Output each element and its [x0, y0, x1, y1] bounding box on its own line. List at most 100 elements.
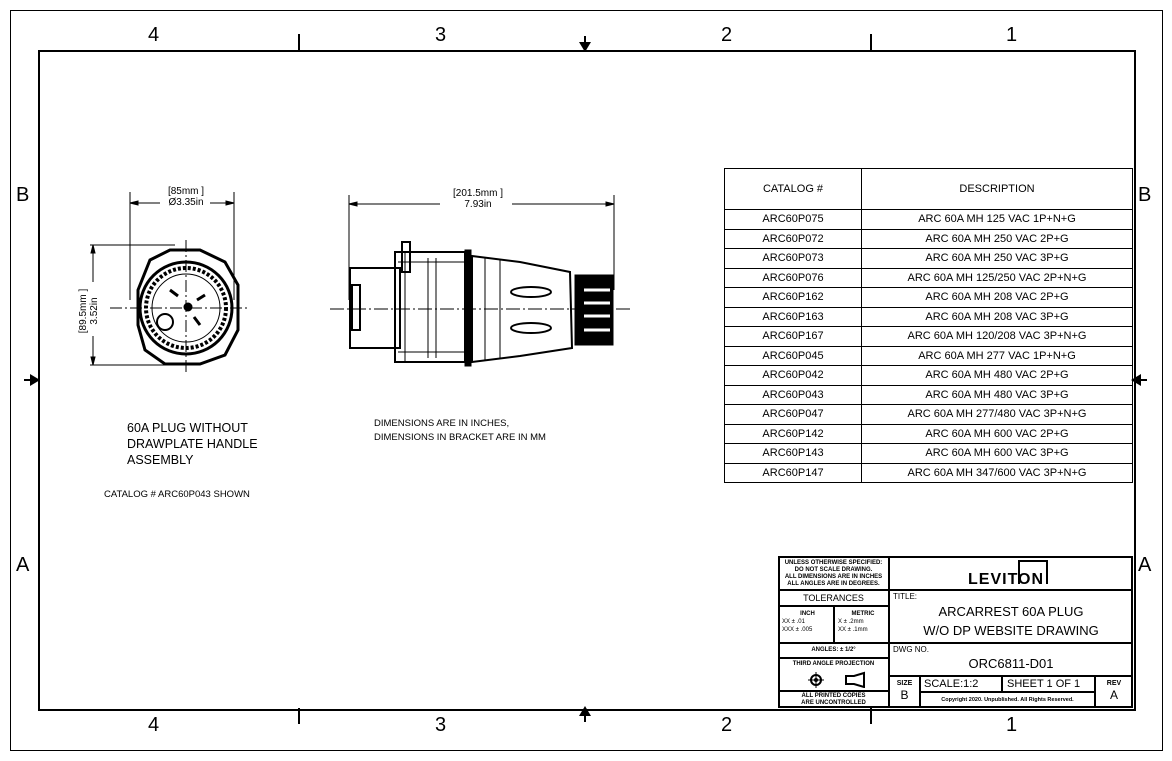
drawing-number: ORC6811-D01: [968, 656, 1054, 671]
view-label-line: DRAWPLATE HANDLE: [127, 437, 258, 451]
catalog-number-cell: ARC60P147: [724, 462, 862, 483]
note-line: ALL PRINTED COPIES: [801, 693, 866, 699]
third-angle-projection-icon: [807, 671, 865, 689]
zone-label: 1: [1006, 24, 1018, 46]
plug-front-view: [90, 192, 250, 372]
metric-tolerances: METRIC X ± .2mm XX ± .1mm: [834, 606, 889, 643]
catalog-number-cell: ARC60P143: [724, 443, 862, 464]
dwg-label: DWG NO.: [893, 645, 929, 654]
description-cell: ARC 60A MH 250 VAC 3P+G: [861, 248, 1133, 269]
catalog-number-cell: ARC60P047: [724, 404, 862, 425]
description-cell: ARC 60A MH 480 VAC 3P+G: [861, 384, 1133, 405]
header-catalog: CATALOG #: [724, 168, 862, 210]
description-cell: ARC 60A MH 208 VAC 2P+G: [861, 287, 1133, 308]
description-cell: ARC 60A MH 347/600 VAC 3P+N+G: [861, 462, 1133, 483]
description-cell: ARC 60A MH 125 VAC 1P+N+G: [861, 209, 1133, 230]
units-note-line: DIMENSIONS ARE IN INCHES,: [374, 418, 510, 429]
copyright: Copyright 2020. Unpublished. All Rights …: [920, 692, 1095, 708]
note-line: ALL DIMENSIONS ARE IN INCHES: [784, 574, 883, 580]
logo-box: LEVITON: [889, 557, 1133, 590]
zone-label: B: [16, 184, 30, 206]
title-label: TITLE:: [893, 592, 918, 601]
note-line: ALL ANGLES ARE IN DEGREES.: [787, 581, 880, 587]
side-length-mm: [201.5mm ]: [452, 188, 504, 199]
catalog-number-cell: ARC60P073: [724, 248, 862, 269]
description-cell: ARC 60A MH 277/480 VAC 3P+N+G: [861, 404, 1133, 425]
sheet-number: SHEET 1 OF 1: [1002, 676, 1095, 692]
front-width-in: Ø3.35in: [168, 197, 204, 208]
zone-label: 3: [435, 714, 447, 736]
zone-label: 4: [148, 24, 160, 46]
header-description: DESCRIPTION: [861, 168, 1133, 210]
zone-label: 2: [721, 714, 733, 736]
center-arrows: [24, 36, 1147, 722]
zone-label: 3: [435, 24, 447, 46]
description-cell: ARC 60A MH 208 VAC 3P+G: [861, 306, 1133, 327]
note-line: UNLESS OTHERWISE SPECIFIED:: [784, 560, 883, 566]
revision: A: [1109, 688, 1118, 702]
general-notes: UNLESS OTHERWISE SPECIFIED: DO NOT SCALE…: [778, 557, 889, 590]
inch-label: INCH: [800, 611, 815, 617]
description-cell: ARC 60A MH 277 VAC 1P+N+G: [861, 345, 1133, 366]
front-height-in: 3.52in: [89, 297, 100, 325]
view-label: 60A PLUG WITHOUT DRAWPLATE HANDLE ASSEMB…: [127, 420, 258, 468]
drawing-title-line: W/O DP WEBSITE DRAWING: [923, 623, 1099, 638]
angles-tolerance: ANGLES: ± 1/2°: [778, 643, 889, 658]
rev-box: REV A: [1095, 676, 1133, 708]
zone-label: A: [16, 554, 30, 576]
inch-tol-2: XXX ± .005: [782, 627, 813, 633]
logo-mark: [1018, 560, 1048, 584]
note-line: ARE UNCONTROLLED: [801, 700, 866, 706]
zone-label: 2: [721, 24, 733, 46]
metric-tol-1: X ± .2mm: [838, 619, 864, 625]
projection-box: THIRD ANGLE PROJECTION: [778, 658, 889, 691]
drawing-title-line: ARCARREST 60A PLUG: [938, 604, 1084, 619]
inch-tol-1: XX ± .01: [782, 619, 805, 625]
catalog-shown-note: CATALOG # ARC60P043 SHOWN: [104, 489, 250, 500]
table-header-row: CATALOG # DESCRIPTION: [724, 168, 1133, 210]
catalog-number-cell: ARC60P076: [724, 267, 862, 288]
catalog-number-cell: ARC60P142: [724, 423, 862, 444]
catalog-number-cell: ARC60P045: [724, 345, 862, 366]
metric-label: METRIC: [851, 611, 875, 617]
rev-label: REV: [1106, 680, 1122, 687]
view-label-line: 60A PLUG WITHOUT: [127, 421, 248, 435]
outer-border: [10, 10, 1163, 751]
units-note: DIMENSIONS ARE IN INCHES, DIMENSIONS IN …: [374, 417, 546, 445]
tolerances-label: TOLERANCES: [778, 590, 889, 606]
zone-label: 1: [1006, 714, 1018, 736]
projection-label: THIRD ANGLE PROJECTION: [792, 661, 875, 667]
description-cell: ARC 60A MH 120/208 VAC 3P+N+G: [861, 326, 1133, 347]
catalog-number-cell: ARC60P163: [724, 306, 862, 327]
zone-label: A: [1138, 554, 1152, 576]
note-line: DO NOT SCALE DRAWING.: [794, 567, 873, 573]
description-cell: ARC 60A MH 600 VAC 3P+G: [861, 443, 1133, 464]
catalog-number-cell: ARC60P072: [724, 228, 862, 249]
description-cell: ARC 60A MH 125/250 VAC 2P+N+G: [861, 267, 1133, 288]
metric-tol-2: XX ± .1mm: [838, 627, 868, 633]
side-length-in: 7.93in: [464, 199, 492, 210]
uncontrolled-note: ALL PRINTED COPIES ARE UNCONTROLLED: [778, 691, 889, 708]
front-height-mm: [89.5mm ]: [78, 288, 89, 334]
catalog-number-cell: ARC60P075: [724, 209, 862, 230]
sheet-size: B: [900, 688, 909, 702]
front-width-mm: [85mm ]: [167, 186, 205, 197]
zone-label: 4: [148, 714, 160, 736]
inch-tolerances: INCH XX ± .01 XXX ± .005: [778, 606, 834, 643]
